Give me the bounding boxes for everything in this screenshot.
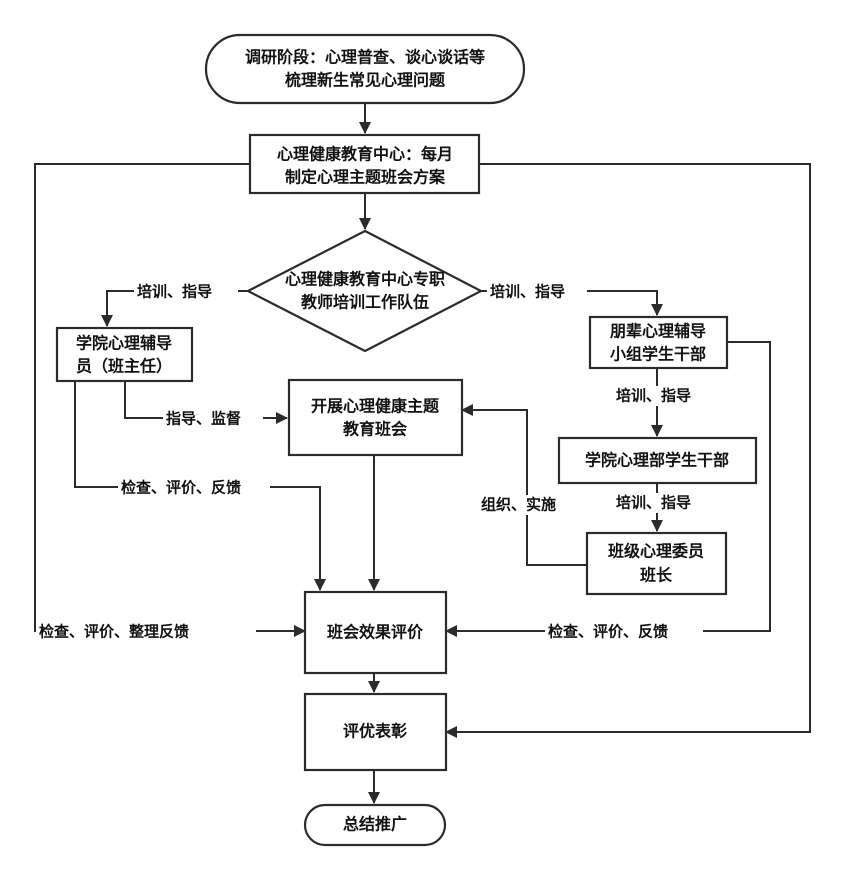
node-promote-line1: 总结推广	[343, 815, 407, 834]
node-promote: 总结推广	[303, 803, 447, 847]
node-peer: 朋辈心理辅导 小组学生干部	[588, 315, 729, 370]
node-meeting-line2: 教育班会	[343, 420, 407, 439]
node-team-line2: 教师培训工作队伍	[301, 293, 429, 312]
arrow-committee-to-meeting	[461, 404, 587, 566]
node-counselor: 学院心理辅导 员（班主任）	[55, 326, 194, 383]
label-train-peer: 培训、指导	[616, 387, 691, 405]
node-meeting: 开展心理健康主题 教育班会	[287, 378, 464, 457]
node-dept: 学院心理部学生干部	[557, 436, 758, 485]
node-center: 心理健康教育中心：每月 制定心理主题班会方案	[248, 133, 481, 195]
label-guide-supervise: 指导、监督	[166, 410, 241, 428]
node-center-line1: 心理健康教育中心：每月	[277, 145, 453, 164]
label-check-center: 检查、评价、整理反馈	[39, 623, 189, 641]
node-dept-line1: 学院心理部学生干部	[585, 451, 729, 470]
label-check-peer: 检查、评价、反馈	[548, 623, 668, 641]
node-survey-line2: 梳理新生常见心理问题	[285, 71, 446, 90]
node-evaluation: 班会效果评价	[303, 590, 448, 675]
node-committee: 班级心理委员 班长	[585, 531, 728, 596]
node-peer-line2: 小组学生干部	[610, 345, 706, 364]
node-award: 评优表彰	[303, 692, 448, 772]
node-counselor-line2: 员（班主任）	[76, 357, 172, 376]
node-team-line1: 心理健康教育中心专职	[285, 270, 445, 289]
label-train-dept: 培训、指导	[616, 494, 691, 512]
node-counselor-line1: 学院心理辅导	[76, 334, 172, 353]
node-meeting-line1: 开展心理健康主题	[311, 397, 440, 416]
label-check-counselor: 检查、评价、反馈	[121, 479, 241, 497]
node-committee-line1: 班级心理委员	[608, 542, 704, 561]
node-survey: 调研阶段：心理普查、谈心谈话等 梳理新生常见心理问题	[204, 33, 526, 105]
node-survey-line1: 调研阶段：心理普查、谈心谈话等	[245, 48, 485, 67]
node-award-line1: 评优表彰	[343, 722, 407, 741]
label-organize: 组织、实施	[481, 496, 556, 514]
label-train-right: 培训、指导	[490, 283, 565, 301]
edge-labels: 培训、指导 培训、指导 培训、指导 培训、指导 指导、监督 检查、评价、反馈 组…	[36, 282, 709, 642]
label-train-left: 培训、指导	[137, 283, 212, 301]
arrow-center-to-award	[445, 163, 811, 738]
node-peer-line1: 朋辈心理辅导	[610, 322, 706, 341]
node-team: 心理健康教育中心专职 教师培训工作队伍	[245, 229, 484, 353]
node-center-line2: 制定心理主题班会方案	[285, 168, 446, 187]
node-committee-line2: 班长	[640, 566, 673, 585]
node-evaluation-line1: 班会效果评价	[327, 623, 424, 642]
